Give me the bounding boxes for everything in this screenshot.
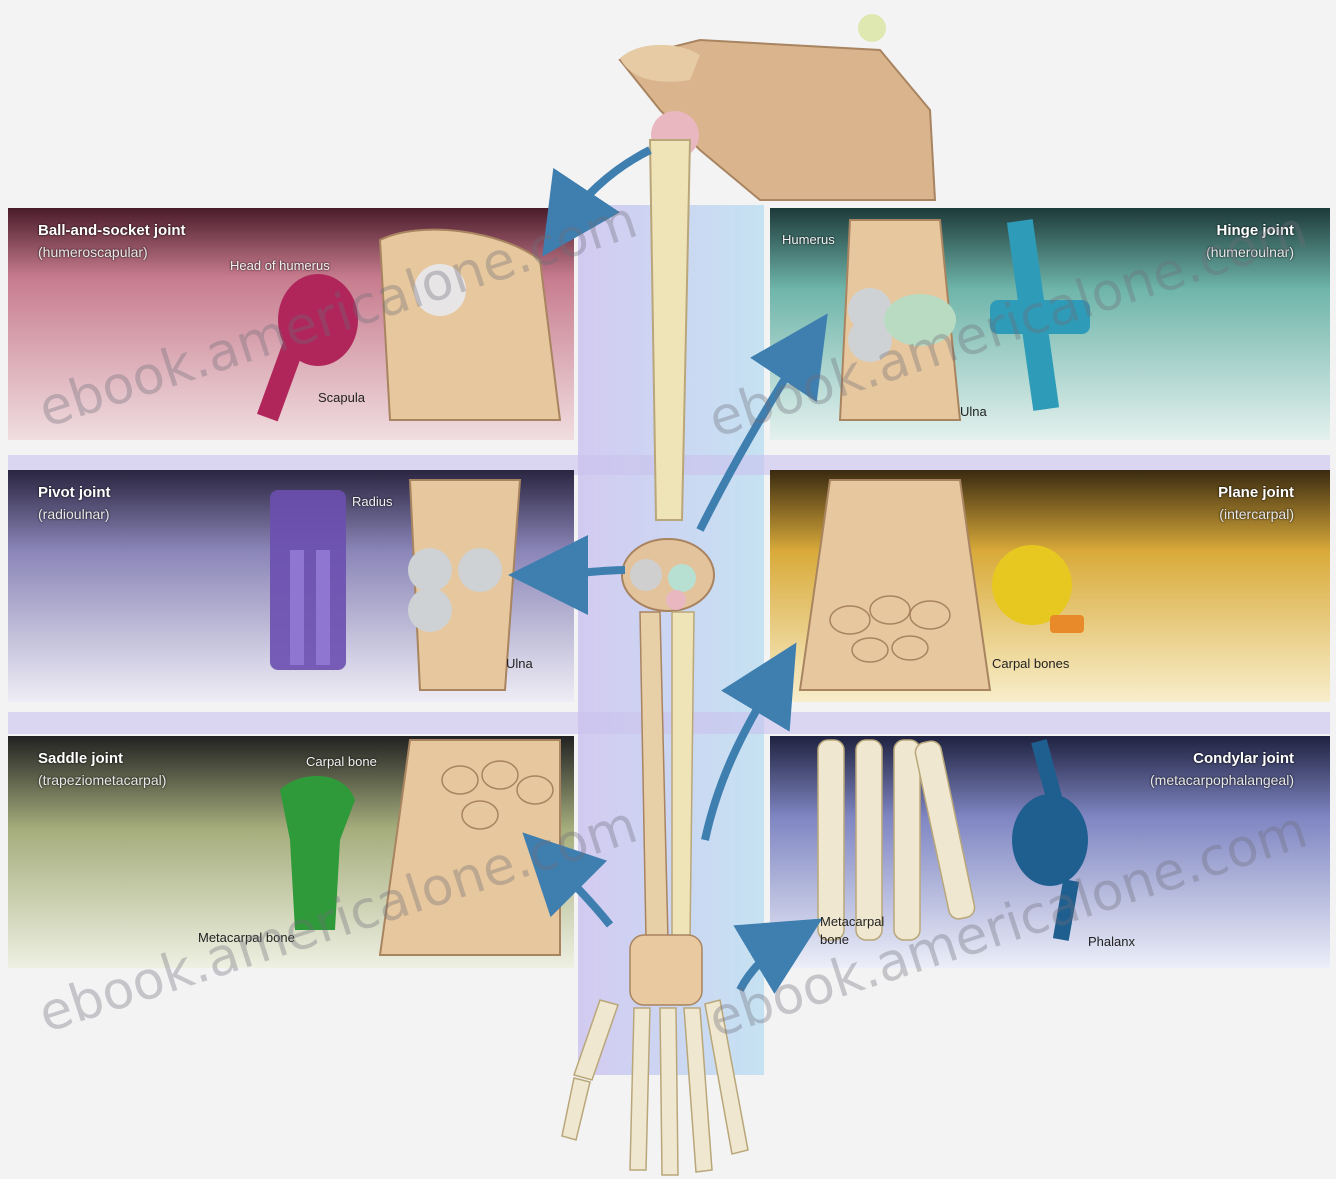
metacarpal-bone-label: Metacarpal bone [198, 930, 295, 945]
pivot-ulna-label: Ulna [506, 656, 533, 671]
ball-socket-title: Ball-and-socket joint [38, 222, 186, 239]
hinge-title: Hinge joint [1217, 222, 1295, 239]
pivot-title: Pivot joint [38, 484, 111, 501]
scapula-label: Scapula [318, 390, 365, 405]
condylar-title: Condylar joint [1193, 750, 1294, 767]
saddle-panel: Saddle joint (trapeziometacarpal) Carpal… [8, 732, 574, 968]
phalanx-label: Phalanx [1088, 934, 1135, 949]
plane-title: Plane joint [1218, 484, 1294, 501]
plane-subtitle: (intercarpal) [1219, 506, 1294, 522]
radius-label: Radius [352, 494, 392, 509]
condylar-panel: Condylar joint (metacarpophalangeal) Met… [770, 732, 1330, 968]
ball-socket-subtitle: (humeroscapular) [38, 244, 148, 260]
saddle-subtitle: (trapeziometacarpal) [38, 772, 166, 788]
saddle-title: Saddle joint [38, 750, 123, 767]
pivot-subtitle: (radioulnar) [38, 506, 110, 522]
humerus-label: Humerus [782, 232, 835, 247]
ball-socket-panel: Ball-and-socket joint (humeroscapular) H… [8, 204, 574, 440]
hinge-panel: Hinge joint (humeroulnar) Humerus Ulna [770, 204, 1330, 440]
condylar-bone-label: bone [820, 932, 849, 947]
condylar-metacarpal-label: Metacarpal [820, 914, 884, 929]
pivot-panel: Pivot joint (radioulnar) Radius Ulna [8, 466, 574, 702]
carpal-bones-label: Carpal bones [992, 656, 1069, 671]
plane-panel: Plane joint (intercarpal) Carpal bones [770, 466, 1330, 702]
head-of-humerus-label: Head of humerus [230, 258, 330, 273]
saddle-carpal-bone-label: Carpal bone [306, 754, 377, 769]
condylar-subtitle: (metacarpophalangeal) [1150, 772, 1294, 788]
hinge-ulna-label: Ulna [960, 404, 987, 419]
hinge-subtitle: (humeroulnar) [1206, 244, 1294, 260]
